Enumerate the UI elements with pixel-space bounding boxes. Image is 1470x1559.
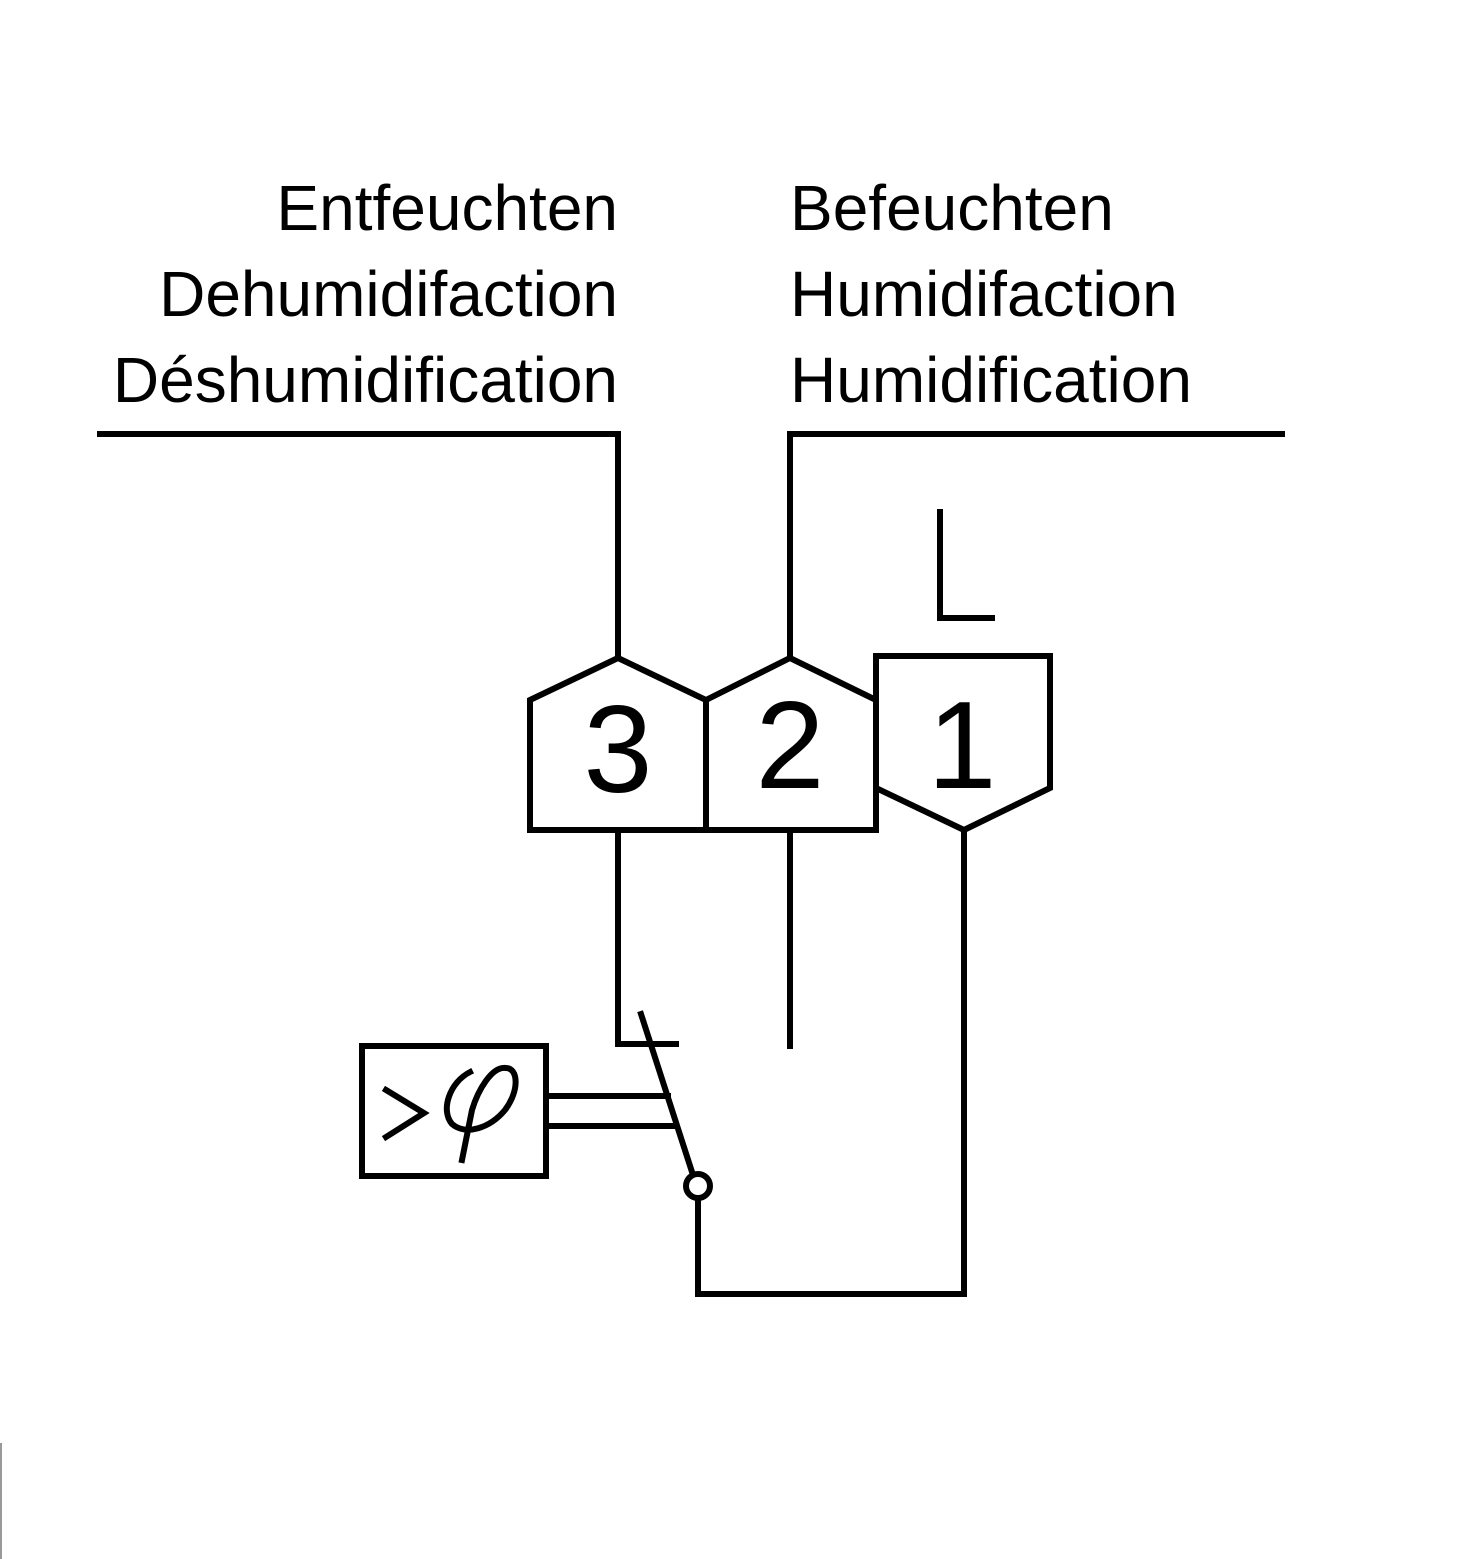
supply-mark xyxy=(937,509,995,621)
phi-symbol xyxy=(443,1065,519,1164)
humidistat-box xyxy=(359,1043,549,1179)
wire-contact-3 xyxy=(615,829,679,1047)
left-edge-line xyxy=(0,1443,2,1559)
label-entfeuchten: Entfeuchten xyxy=(276,172,618,244)
wire-common xyxy=(695,829,967,1297)
switch-pivot xyxy=(683,1171,713,1201)
wire-humidify xyxy=(787,431,1285,661)
greater-than-symbol xyxy=(381,1085,430,1142)
terminal-1-label: 1 xyxy=(928,677,997,815)
label-humidification: Humidification xyxy=(790,344,1192,416)
wire-dehumidify xyxy=(97,431,621,661)
label-deshumidification: Déshumidification xyxy=(113,344,618,416)
terminal-2-label: 2 xyxy=(756,677,825,815)
terminal-1 xyxy=(873,653,1053,834)
label-befeuchten: Befeuchten xyxy=(790,172,1114,244)
label-humidifaction: Humidifaction xyxy=(790,258,1178,330)
label-dehumidifaction: Dehumidifaction xyxy=(159,258,618,330)
terminal-3-label: 3 xyxy=(584,681,653,819)
